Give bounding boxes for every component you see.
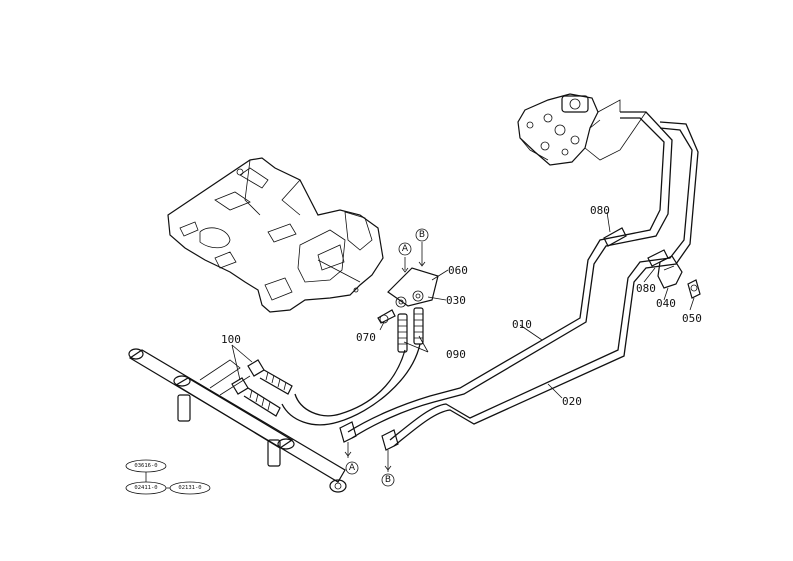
svg-text:02131-0: 02131-0 bbox=[178, 485, 201, 491]
pipe-clamp-040 bbox=[657, 255, 683, 289]
hydraulic-pipe-020 bbox=[389, 121, 699, 447]
label-part-100: 100 bbox=[221, 333, 241, 346]
label-part-030: 030 bbox=[446, 294, 466, 307]
marker-b-bottom: B bbox=[381, 473, 395, 487]
label-part-060: 060 bbox=[448, 264, 468, 277]
svg-text:02411-0: 02411-0 bbox=[134, 485, 157, 491]
frame-casting bbox=[167, 157, 384, 313]
label-part-050: 050 bbox=[682, 312, 702, 325]
svg-text:A: A bbox=[402, 244, 409, 254]
hose-fitting-090-left bbox=[397, 313, 408, 353]
marker-b-top: B bbox=[415, 228, 429, 242]
cylinder-fitting-100-upper bbox=[247, 359, 293, 395]
pipe-end-fitting-a bbox=[339, 421, 357, 458]
pipe-sleeve-080-left bbox=[603, 227, 627, 247]
reference-code-1: 03616-0 bbox=[125, 459, 167, 473]
svg-text:03616-0: 03616-0 bbox=[134, 463, 157, 469]
hydraulic-pipe-010 bbox=[347, 111, 673, 439]
svg-text:A: A bbox=[349, 463, 356, 473]
marker-a-bottom: A bbox=[345, 461, 359, 475]
hose-line-to-cylinder bbox=[281, 343, 421, 426]
pipe-sleeve-080-right bbox=[647, 249, 669, 267]
reference-code-3: 02131-0 bbox=[169, 481, 211, 495]
label-part-070: 070 bbox=[356, 331, 376, 344]
label-part-020: 020 bbox=[562, 395, 582, 408]
steering-valve-unit bbox=[517, 93, 601, 166]
label-part-090: 090 bbox=[446, 348, 466, 361]
label-part-010: 010 bbox=[512, 318, 532, 331]
label-part-040: 040 bbox=[656, 297, 676, 310]
steering-cylinder bbox=[128, 348, 347, 493]
marker-a-top: A bbox=[398, 242, 412, 256]
svg-text:B: B bbox=[419, 230, 425, 240]
cylinder-fitting-100-lower bbox=[231, 377, 281, 417]
svg-text:B: B bbox=[385, 475, 391, 485]
hose-fitting-090-right bbox=[413, 307, 424, 345]
label-part-080-lower: 080 bbox=[636, 282, 656, 295]
bolt-050 bbox=[687, 279, 701, 299]
reference-code-2: 02411-0 bbox=[125, 481, 167, 495]
bracket-plate bbox=[377, 267, 439, 324]
label-part-080-upper: 080 bbox=[590, 204, 610, 217]
pipe-end-fitting-b bbox=[381, 429, 399, 472]
